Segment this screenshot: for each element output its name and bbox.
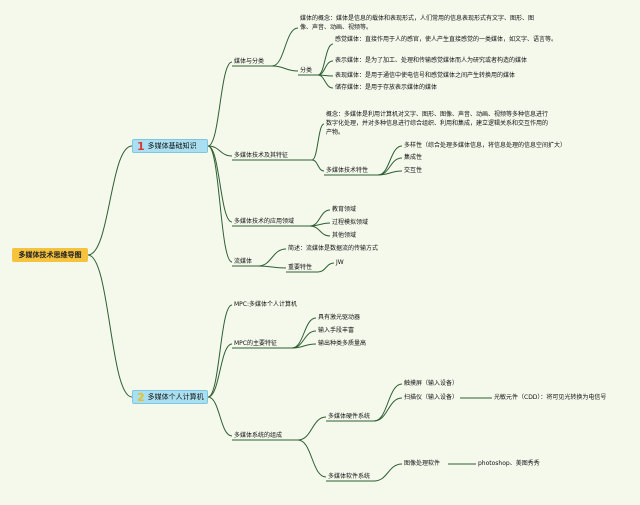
- node-mpc-feature-item[interactable]: 输出种类多质量高: [318, 340, 367, 347]
- node-scanner[interactable]: 扫描仪（输入设备）: [404, 394, 459, 401]
- node-software[interactable]: 多媒体软件系统: [328, 473, 371, 480]
- branch1-to-apps-line: [207, 145, 233, 223]
- node-application-item[interactable]: 教育领域: [332, 206, 357, 213]
- branch2-to-system-line: [207, 396, 233, 437]
- node-streaming-important-value[interactable]: JW: [336, 259, 344, 266]
- node-streaming-overview[interactable]: 简述：流媒体是数据流的传输方式: [288, 245, 379, 252]
- node-streaming[interactable]: 流媒体: [234, 258, 253, 265]
- node-classify-item[interactable]: 表示媒体：是为了加工、处理和传输感觉媒体而人为研究或者构造的媒体: [335, 57, 528, 64]
- node-mpc-feature-item[interactable]: 输入手段丰富: [318, 327, 355, 334]
- node-feature-item[interactable]: 多样性（综合处理多媒体信息，将信息处理的信息空间扩大）: [404, 142, 567, 149]
- node-feature-item[interactable]: 交互性: [404, 167, 423, 174]
- root-topic[interactable]: 多媒体技术思维导图: [12, 248, 88, 262]
- branch-number-2: 2: [137, 390, 145, 404]
- node-hardware[interactable]: 多媒体硬件系统: [328, 413, 371, 420]
- branch-multimedia-basics[interactable]: 1 多媒体基础知识: [132, 139, 208, 153]
- node-mpc[interactable]: MPC:多媒体个人计算机: [234, 301, 298, 308]
- branch2-to-mpc-line: [207, 304, 233, 398]
- node-classify[interactable]: 分类: [300, 67, 313, 74]
- node-mpc-feature-item[interactable]: 具有激光驱动器: [318, 314, 361, 321]
- node-classify-item[interactable]: 储存媒体：是用于存放表示媒体的媒体: [335, 84, 438, 91]
- branch-number-1: 1: [137, 139, 145, 153]
- node-media-concept[interactable]: 媒体的概念：媒体是信息的载体和表现形式，人们常用的信息表现形式有文字、图形、图像…: [300, 15, 535, 31]
- node-feature-item[interactable]: 集成性: [404, 154, 423, 161]
- node-application-item[interactable]: 过程模拟领域: [332, 219, 369, 226]
- branch-label: 多媒体基础知识: [147, 142, 197, 150]
- node-tech-characteristics[interactable]: 多媒体技术特性: [326, 167, 369, 174]
- node-classify-item[interactable]: 感觉媒体：直接作用于人的感官，使人产生直接感觉的一类媒体，如文字、语言等。: [335, 36, 558, 43]
- branch-multimedia-pc[interactable]: 2 多媒体个人计算机: [132, 390, 208, 404]
- branch1-to-media-line: [207, 61, 233, 147]
- root-to-branch2-line: [87, 254, 133, 398]
- node-media-classify[interactable]: 媒体与分类: [234, 58, 265, 65]
- node-ccd[interactable]: 光敏元件（CDD）：将可见光转换为电信号: [494, 394, 607, 401]
- node-image-software[interactable]: 图像处理软件: [404, 460, 441, 467]
- root-to-branch1-line: [87, 145, 133, 256]
- node-applications[interactable]: 多媒体技术的应用领域: [234, 218, 295, 225]
- node-system[interactable]: 多媒体系统的组成: [234, 432, 283, 439]
- node-tech-features[interactable]: 多媒体技术及其特征: [234, 152, 289, 159]
- node-application-item[interactable]: 其他领域: [332, 232, 357, 239]
- node-classify-item[interactable]: 表现媒体：是用于通信中使电信号和感觉媒体之间产生转换用的媒体: [335, 72, 516, 79]
- node-streaming-important[interactable]: 重要特性: [288, 264, 313, 271]
- node-touchscreen[interactable]: 触摸屏（输入设备）: [404, 380, 459, 387]
- node-tech-definition[interactable]: 概念：多媒体是利用计算机对文字、图形、图像、声音、动画、视频等多种信息进行数字化…: [326, 111, 549, 136]
- node-mpc-features[interactable]: MPC的主要特征: [234, 340, 277, 347]
- node-image-software-examples[interactable]: photoshop、美图秀秀: [478, 460, 540, 467]
- branch-label: 多媒体个人计算机: [147, 393, 204, 401]
- branch1-to-stream-line: [207, 145, 233, 263]
- branch1-to-tech-line: [207, 145, 233, 157]
- branch2-to-features-line: [207, 343, 233, 398]
